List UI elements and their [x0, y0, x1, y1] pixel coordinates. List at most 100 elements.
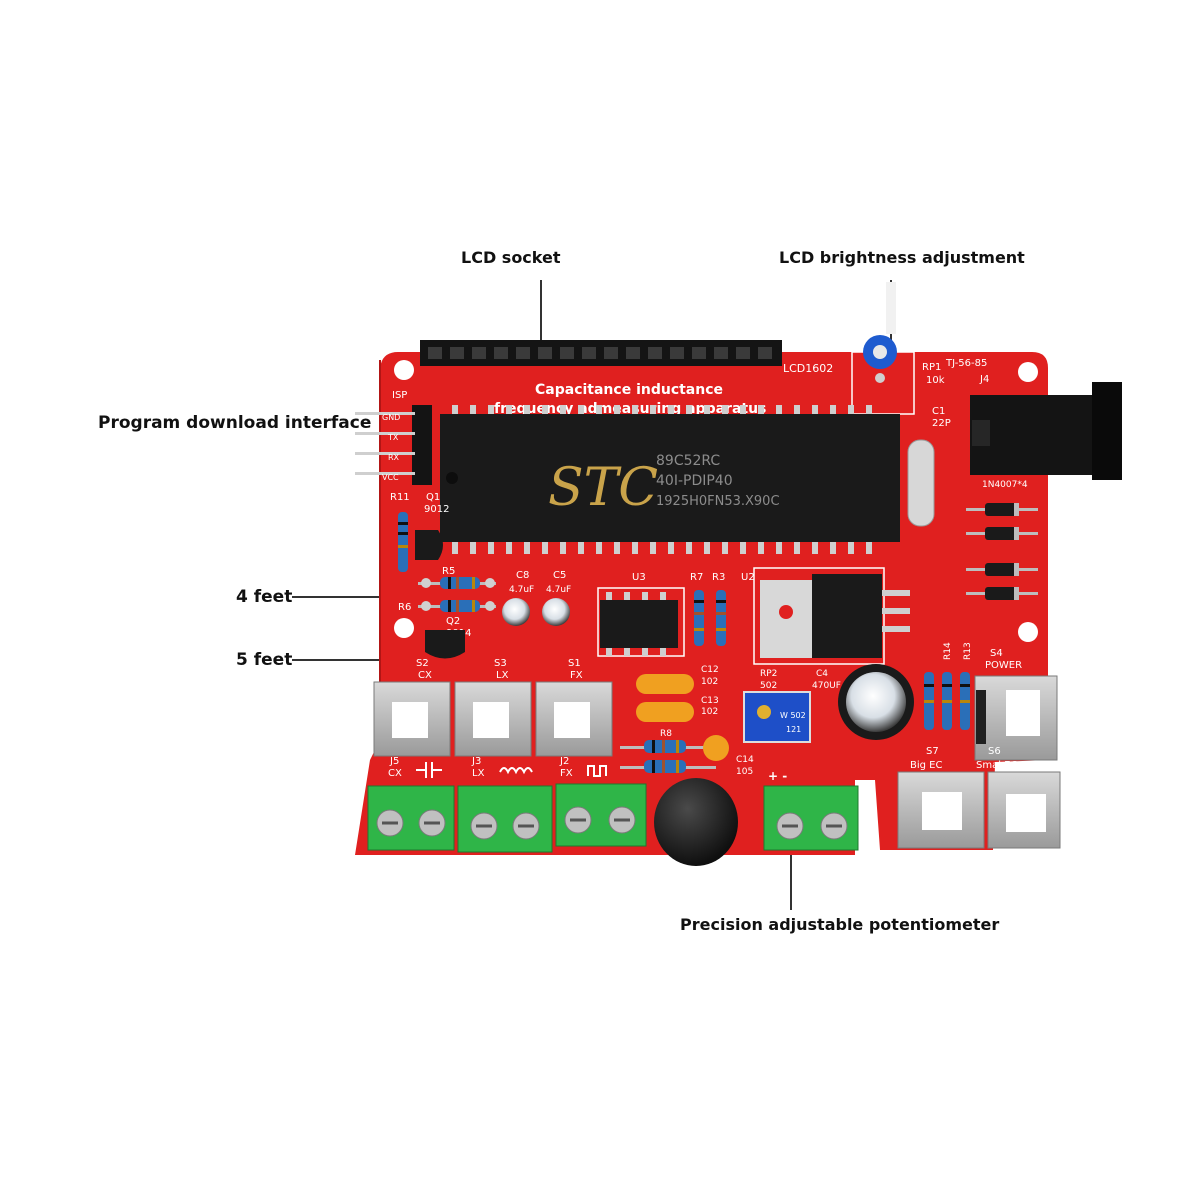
transistor-q2 [425, 630, 465, 659]
s1-name: FX [570, 670, 583, 681]
u3-label: U3 [632, 572, 646, 583]
r3-label: R3 [712, 572, 725, 583]
j2-name: FX [560, 768, 573, 779]
rp2-label: RP2 [760, 669, 777, 679]
s7-label: S7 [926, 746, 939, 757]
callout-lcd-brightness: LCD brightness adjustment [779, 248, 1025, 267]
j3-label: J3 [471, 756, 481, 767]
callout-five-feet: 5 feet [236, 650, 293, 670]
j5-name: CX [388, 768, 402, 779]
power-jack [970, 382, 1122, 480]
lcd-socket-header [420, 340, 782, 366]
callout-lcd-socket: LCD socket [461, 248, 561, 267]
isp-pin-tx: TX [387, 433, 399, 442]
rp1-value: 10k [926, 375, 945, 386]
c4-value: 470UF [812, 681, 841, 691]
silkscreen-symbols [416, 762, 607, 778]
isp-pin-vcc: VCC [382, 473, 399, 482]
c14-label: C14 [736, 755, 754, 765]
resistor-r11 [398, 512, 408, 572]
r14-label: R14 [943, 642, 953, 660]
u2-label: U2 [741, 572, 755, 583]
s3-name: LX [496, 670, 509, 681]
rp1-label: RP1 [922, 362, 941, 373]
terminal-power-out [763, 785, 859, 851]
resistors-r5-r6 [418, 577, 496, 612]
isp-pin-gnd: GND [382, 413, 400, 422]
mcu-chip [440, 405, 900, 554]
rp2-value: 502 [760, 681, 777, 691]
mcu-line3: 1925H0FN53.X90C [656, 494, 780, 509]
callout-four-feet: 4 feet [236, 587, 293, 607]
resistors-r7-r3 [694, 590, 726, 646]
isp-header [355, 405, 432, 485]
j5-label: J5 [389, 756, 399, 767]
c14-value: 105 [736, 767, 753, 777]
s3-label: S3 [494, 658, 507, 669]
switch-s4-power [974, 675, 1058, 761]
callout-potentiometer: Precision adjustable potentiometer [680, 915, 1000, 934]
diodes [966, 503, 1038, 600]
r5-label: R5 [442, 566, 455, 577]
opamp-u3 [597, 587, 685, 657]
transistor-q1 [415, 530, 443, 560]
q1-value: 9012 [424, 504, 449, 515]
board-title-line1: Capacitance inductance [535, 382, 723, 398]
mcu-brand: STC [548, 458, 658, 518]
switch-s7-big-ec [897, 771, 985, 849]
mcu-line1: 89C52RC [656, 453, 720, 469]
lcd-brightness-pot [851, 282, 915, 415]
c5-label: C5 [553, 570, 566, 581]
c12-value: 102 [701, 677, 718, 687]
c8-value: 4.7uF [509, 585, 534, 595]
j4-label: J4 [979, 374, 989, 385]
regulator-u2 [753, 567, 910, 665]
crystal [907, 439, 935, 527]
isp-label: ISP [392, 390, 407, 401]
c13-label: C13 [701, 696, 719, 706]
switch-s2-cx [373, 681, 451, 757]
j2-label: J2 [559, 756, 569, 767]
leader-five-feet [292, 659, 432, 661]
capacitor-c14 [703, 735, 729, 761]
q2-label: Q2 [446, 616, 460, 627]
ceramic-caps-c12-c13 [636, 674, 694, 722]
s6-label: S6 [988, 746, 1001, 757]
c8-label: C8 [516, 570, 529, 581]
c12-label: C12 [701, 665, 719, 675]
j3-name: LX [472, 768, 485, 779]
c5-value: 4.7uF [546, 585, 571, 595]
pot-polarity: + - [768, 769, 787, 783]
callout-program-download: Program download interface [98, 413, 372, 433]
r11-label: R11 [390, 492, 410, 503]
c4-label: C4 [816, 669, 828, 679]
leader-lcd-socket [540, 280, 542, 342]
capacitor-c8 [502, 598, 530, 626]
switch-s6-smal-ec [987, 771, 1061, 849]
r8-label: R8 [660, 729, 672, 739]
s1-label: S1 [568, 658, 581, 669]
mcu-line2: 40I-PDIP40 [656, 473, 733, 489]
model-label: TJ-56-85 [945, 358, 987, 369]
switch-s1-fx [535, 681, 613, 757]
lcd-label: LCD1602 [783, 362, 833, 375]
terminal-j3-lx [457, 785, 553, 853]
s4-label: S4 [990, 648, 1003, 659]
pot-marking-1: W 502 [780, 711, 806, 720]
q1-label: Q1 [426, 492, 440, 503]
switch-s3-lx [454, 681, 532, 757]
c1-value: 22P [932, 418, 951, 429]
s7-name: Big EC [910, 760, 942, 771]
capacitor-c5 [542, 598, 570, 626]
c1-label: C1 [932, 406, 945, 417]
diode-label: 1N4007*4 [982, 480, 1028, 490]
r7-label: R7 [690, 572, 703, 583]
s4-name: POWER [985, 660, 1022, 671]
c13-value: 102 [701, 707, 718, 717]
pot-marking-2: 121 [786, 725, 801, 734]
inductor [654, 778, 738, 866]
terminal-j2-fx [555, 783, 647, 847]
resistors-r8 [620, 740, 716, 773]
leader-four-feet [292, 596, 432, 598]
